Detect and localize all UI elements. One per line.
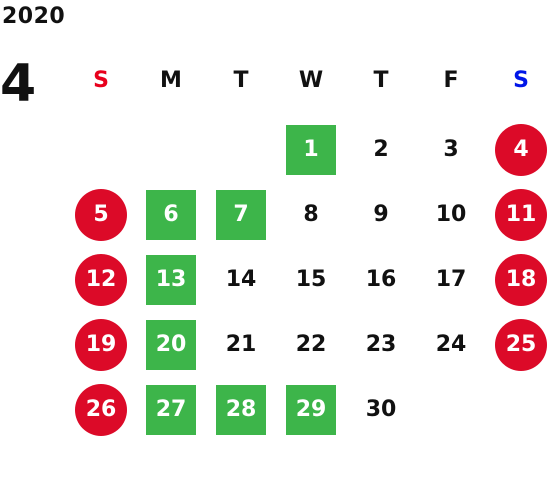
day-cell-15[interactable]: 15 bbox=[295, 267, 327, 292]
day-cell-8[interactable]: 8 bbox=[303, 202, 319, 227]
weekday-header: W bbox=[298, 68, 324, 93]
year-label: 2020 bbox=[2, 4, 66, 29]
weekday-header: M bbox=[160, 68, 182, 93]
weekday-header: S bbox=[513, 68, 529, 93]
day-cell-7[interactable]: 7 bbox=[216, 190, 266, 240]
day-cell-20[interactable]: 20 bbox=[146, 320, 196, 370]
day-cell-21[interactable]: 21 bbox=[225, 332, 257, 357]
day-cell-24[interactable]: 24 bbox=[435, 332, 467, 357]
day-cell-14[interactable]: 14 bbox=[225, 267, 257, 292]
day-cell-17[interactable]: 17 bbox=[435, 267, 467, 292]
day-cell-6[interactable]: 6 bbox=[146, 190, 196, 240]
day-cell-29[interactable]: 29 bbox=[286, 385, 336, 435]
day-cell-23[interactable]: 23 bbox=[365, 332, 397, 357]
day-cell-16[interactable]: 16 bbox=[365, 267, 397, 292]
month-number: 4 bbox=[0, 54, 37, 114]
day-cell-19[interactable]: 19 bbox=[75, 319, 127, 371]
day-cell-30[interactable]: 30 bbox=[365, 397, 397, 422]
day-cell-18[interactable]: 18 bbox=[495, 254, 547, 306]
day-cell-26[interactable]: 26 bbox=[75, 384, 127, 436]
weekday-header: S bbox=[93, 68, 109, 93]
day-cell-12[interactable]: 12 bbox=[75, 254, 127, 306]
day-cell-5[interactable]: 5 bbox=[75, 189, 127, 241]
day-cell-2[interactable]: 2 bbox=[373, 137, 389, 162]
weekday-header: T bbox=[373, 68, 389, 93]
day-cell-22[interactable]: 22 bbox=[295, 332, 327, 357]
day-cell-25[interactable]: 25 bbox=[495, 319, 547, 371]
weekday-header: T bbox=[233, 68, 249, 93]
day-cell-4[interactable]: 4 bbox=[495, 124, 547, 176]
day-cell-27[interactable]: 27 bbox=[146, 385, 196, 435]
day-cell-13[interactable]: 13 bbox=[146, 255, 196, 305]
day-cell-11[interactable]: 11 bbox=[495, 189, 547, 241]
day-cell-10[interactable]: 10 bbox=[435, 202, 467, 227]
day-cell-1[interactable]: 1 bbox=[286, 125, 336, 175]
day-cell-28[interactable]: 28 bbox=[216, 385, 266, 435]
day-cell-9[interactable]: 9 bbox=[373, 202, 389, 227]
weekday-header: F bbox=[443, 68, 459, 93]
day-cell-3[interactable]: 3 bbox=[443, 137, 459, 162]
